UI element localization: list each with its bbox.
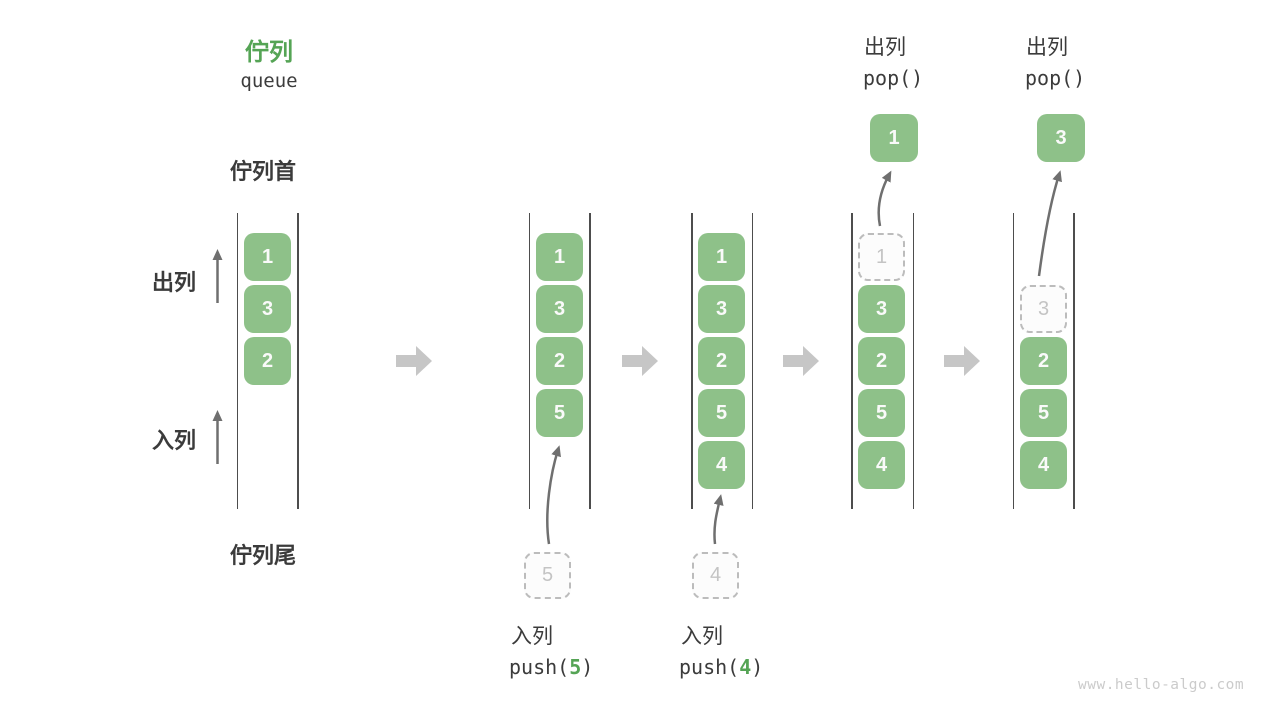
- push-arrow-icon: [713, 494, 724, 545]
- pop-arrow-icon: [1037, 170, 1062, 277]
- incoming-box: 4: [692, 552, 739, 599]
- enqueue-op-label: 入列: [681, 625, 723, 648]
- queue-front-label: 佇列首: [230, 159, 297, 184]
- queue-box: 3: [858, 285, 905, 333]
- transition-arrow-icon: [944, 346, 980, 376]
- page-subtitle: queue: [240, 70, 298, 92]
- queue-box: 1: [698, 233, 745, 281]
- queue-wall: [751, 213, 753, 509]
- dequeue-op-label: 出列: [864, 36, 906, 59]
- queue-rear-label: 佇列尾: [230, 543, 297, 568]
- pop-code-label: pop(): [1025, 66, 1086, 90]
- push-code-label: push(4): [679, 655, 763, 679]
- queue-wall: [912, 213, 914, 509]
- enqueue-label: 入列: [152, 428, 197, 453]
- queue-box: 5: [858, 389, 905, 437]
- queue-box: 2: [698, 337, 745, 385]
- queue-box: 4: [858, 441, 905, 489]
- queue-box: 5: [698, 389, 745, 437]
- queue-box: 2: [244, 337, 291, 385]
- transition-arrow-icon: [396, 346, 432, 376]
- queue-wall: [528, 213, 530, 509]
- code-arg: 4: [739, 655, 752, 679]
- dequeue-label: 出列: [152, 270, 197, 295]
- queue-wall: [297, 213, 299, 509]
- ghost-box: 3: [1020, 285, 1067, 333]
- queue-box: 3: [698, 285, 745, 333]
- incoming-box: 5: [524, 552, 571, 599]
- code-post: ): [751, 655, 764, 679]
- queue-box: 1: [536, 233, 583, 281]
- enqueue-op-label: 入列: [511, 625, 553, 648]
- push-code-label: push(5): [509, 655, 593, 679]
- popped-box: 3: [1037, 114, 1085, 162]
- popped-box: 1: [870, 114, 918, 162]
- watermark: www.hello-algo.com: [1078, 677, 1245, 693]
- queue-wall: [851, 213, 853, 509]
- page-title: 佇列: [245, 39, 293, 66]
- ghost-box: 1: [858, 233, 905, 281]
- queue-wall: [589, 213, 591, 509]
- queue-box: 2: [536, 337, 583, 385]
- push-arrow-icon: [546, 445, 561, 545]
- queue-box: 1: [244, 233, 291, 281]
- queue-box: 5: [1020, 389, 1067, 437]
- code-post: ): [581, 655, 594, 679]
- queue-box: 2: [1020, 337, 1067, 385]
- transition-arrow-icon: [622, 346, 658, 376]
- queue-wall: [691, 213, 693, 509]
- queue-wall: [236, 213, 238, 509]
- dequeue-op-label: 出列: [1026, 36, 1068, 59]
- queue-box: 4: [1020, 441, 1067, 489]
- queue-wall: [1073, 213, 1075, 509]
- queue-box: 3: [244, 285, 291, 333]
- queue-box: 5: [536, 389, 583, 437]
- code-arg: 5: [569, 655, 582, 679]
- queue-box: 4: [698, 441, 745, 489]
- transition-arrow-icon: [783, 346, 819, 376]
- queue-box: 3: [536, 285, 583, 333]
- code-pre: push(: [509, 655, 570, 679]
- pop-code-label: pop(): [863, 66, 924, 90]
- code-pre: push(: [679, 655, 740, 679]
- queue-box: 2: [858, 337, 905, 385]
- pop-arrow-icon: [877, 170, 892, 227]
- queue-wall: [1012, 213, 1014, 509]
